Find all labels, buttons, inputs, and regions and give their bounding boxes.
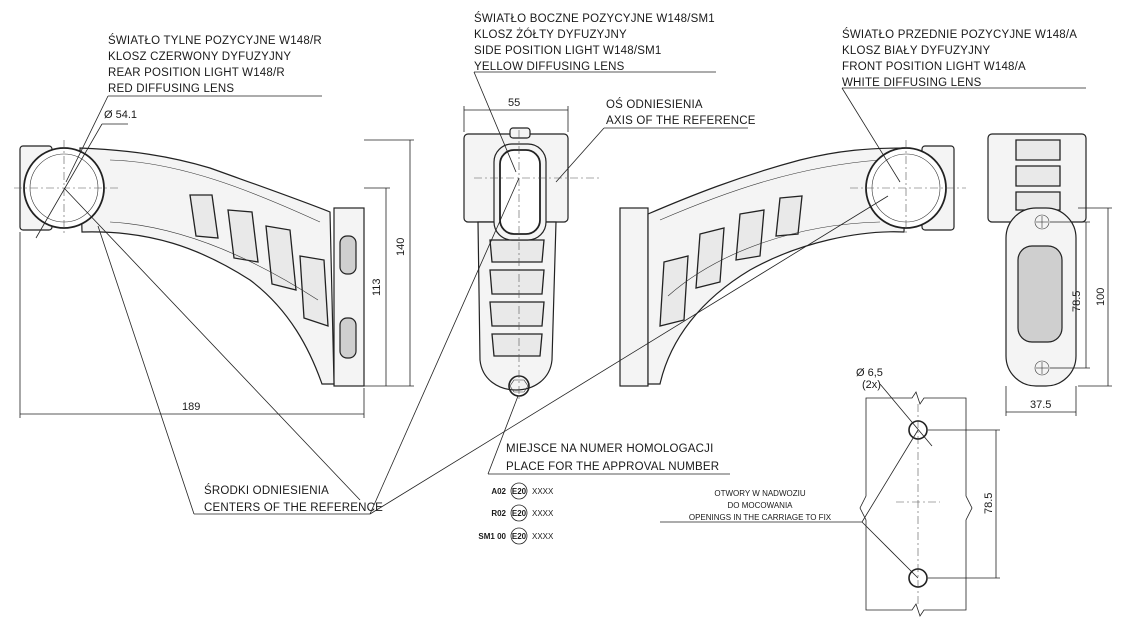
- centers-block: ŚRODKI ODNIESIENIA CENTERS OF THE REFERE…: [63, 177, 889, 515]
- approval-prefix: A02: [491, 487, 506, 496]
- label-front-1: ŚWIATŁO PRZEDNIE POZYCYJNE W148/A: [842, 28, 1077, 41]
- dim-spacing-side: 78.5: [1071, 291, 1083, 312]
- dim-length-189: 189: [182, 401, 200, 413]
- label-front-2: KLOSZ BIAŁY DYFUZYJNY: [842, 45, 991, 57]
- dim-lens-diameter: Ø 54.1: [104, 109, 137, 121]
- label-side-2: KLOSZ ŻÓŁTY DYFUZYJNY: [474, 28, 627, 41]
- approval-code: E20: [512, 509, 527, 518]
- approval-suffix: XXXX: [532, 532, 554, 541]
- label-centers-en: CENTERS OF THE REFERENCE: [204, 502, 383, 514]
- approval-mark-row: A02 E20 XXXX: [491, 482, 554, 500]
- label-block-side: ŚWIATŁO BOCZNE POZYCYJNE W148/SM1 KLOSZ …: [473, 12, 716, 173]
- dim-height-140: 140: [395, 238, 407, 256]
- label-block-front: ŚWIATŁO PRZEDNIE POZYCYJNE W148/A KLOSZ …: [841, 28, 1086, 183]
- approval-suffix: XXXX: [532, 487, 554, 496]
- approval-code: E20: [512, 532, 527, 541]
- label-centers-pl: ŚRODKI ODNIESIENIA: [204, 484, 329, 497]
- mounting-holes-template: Ø 6,5 (2x) 78.5 OTWORY W NADWOZIU DO MOC…: [660, 367, 1000, 617]
- label-openings-3: OPENINGS IN THE CARRIAGE TO FIX: [689, 513, 832, 522]
- label-axis-pl: OŚ ODNIESIENIA: [606, 98, 703, 111]
- label-front-3: FRONT POSITION LIGHT W148/A: [842, 61, 1026, 73]
- approval-marks: A02 E20 XXXX R02 E20 XXXX SM1 00 E20 XXX…: [478, 482, 554, 545]
- approval-mark-row: SM1 00 E20 XXXX: [478, 527, 554, 545]
- label-rear-1: ŚWIATŁO TYLNE POZYCYJNE W148/R: [108, 34, 322, 47]
- label-block-rear: ŚWIATŁO TYLNE POZYCYJNE W148/R KLOSZ CZE…: [65, 34, 322, 183]
- label-axis-en: AXIS OF THE REFERENCE: [606, 115, 756, 127]
- back-view: 78.5 100 37.5: [987, 133, 1112, 416]
- label-rear-4: RED DIFFUSING LENS: [108, 83, 234, 95]
- e-mark-circle: [510, 482, 528, 500]
- label-approval-en: PLACE FOR THE APPROVAL NUMBER: [506, 461, 719, 473]
- dim-spacing-holes: 78.5: [983, 493, 995, 514]
- label-approval-pl: MIEJSCE NA NUMER HOMOLOGACJI: [506, 443, 714, 455]
- right-view-front-light: [619, 140, 966, 387]
- dim-hole-count: (2x): [862, 379, 881, 391]
- label-rear-3: REAR POSITION LIGHT W148/R: [108, 67, 285, 79]
- label-side-4: YELLOW DIFFUSING LENS: [474, 61, 625, 73]
- e-mark-circle: [510, 527, 528, 545]
- label-openings-2: DO MOCOWANIA: [727, 501, 793, 510]
- dim-height-113: 113: [371, 278, 383, 296]
- label-side-1: ŚWIATŁO BOCZNE POZYCYJNE W148/SM1: [474, 12, 715, 25]
- approval-suffix: XXXX: [532, 509, 554, 518]
- dim-width-55: 55: [508, 97, 520, 109]
- approval-prefix: SM1 00: [478, 532, 506, 541]
- approval-mark-row: R02 E20 XXXX: [491, 504, 554, 522]
- approval-prefix: R02: [491, 509, 506, 518]
- dim-hole-diameter: Ø 6,5: [856, 367, 883, 379]
- label-openings-1: OTWORY W NADWOZIU: [714, 489, 805, 498]
- center-view-side-light: 55 OŚ ODNIESIENIA AXIS OF THE REFERENCE: [463, 97, 756, 400]
- dim-height-100: 100: [1095, 288, 1107, 306]
- approval-code: E20: [512, 487, 527, 496]
- label-rear-2: KLOSZ CZERWONY DYFUZYJNY: [108, 51, 291, 63]
- left-view-rear-light: Ø 54.1 140 113 189: [14, 109, 414, 418]
- e-mark-circle: [510, 504, 528, 522]
- label-front-4: WHITE DIFFUSING LENS: [842, 77, 982, 89]
- dim-width-37-5: 37.5: [1030, 399, 1051, 411]
- approval-block: MIEJSCE NA NUMER HOMOLOGACJI PLACE FOR T…: [487, 395, 730, 475]
- label-side-3: SIDE POSITION LIGHT W148/SM1: [474, 45, 662, 57]
